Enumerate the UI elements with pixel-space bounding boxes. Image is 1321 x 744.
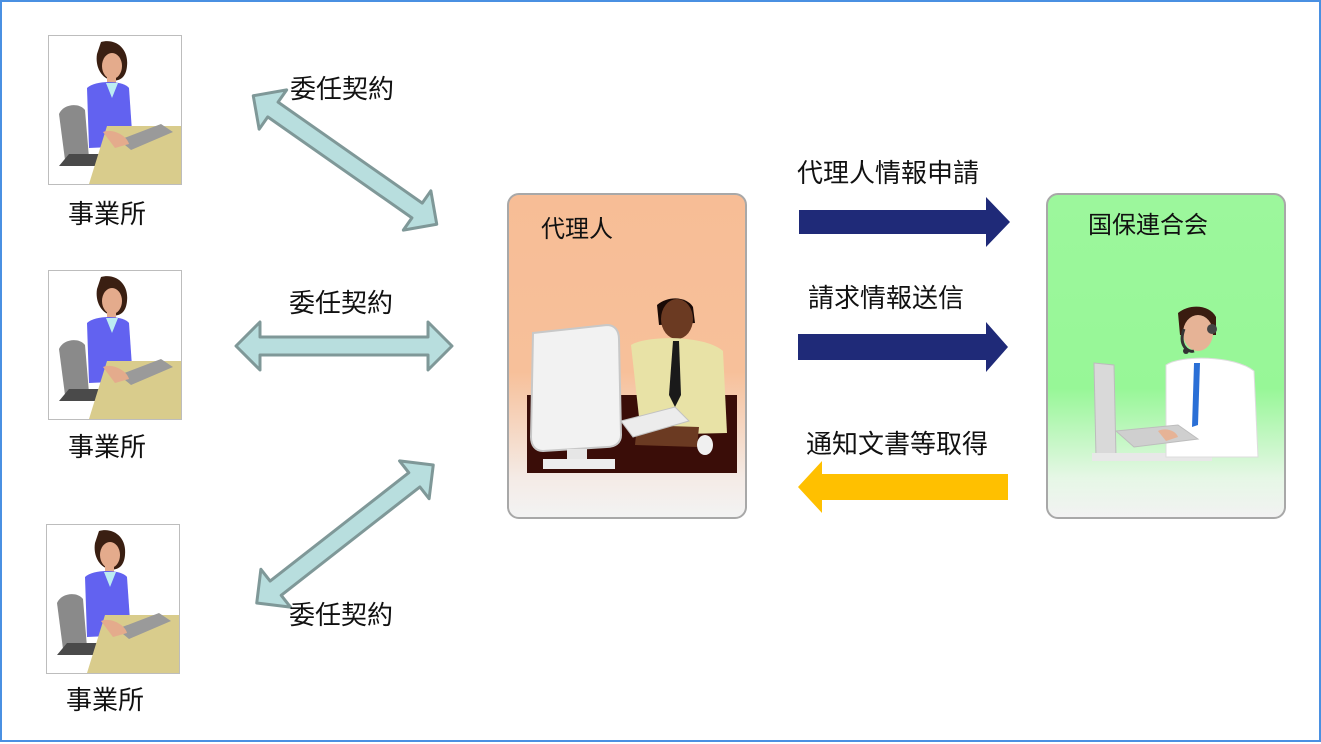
- contract-label: 委任契約: [289, 601, 394, 631]
- agent-title: 代理人: [541, 215, 613, 243]
- flow-arrow-application: [799, 197, 1010, 247]
- flow-arrow-billing: [798, 322, 1008, 372]
- office-label: 事業所: [68, 433, 147, 463]
- office-worker-icon: [59, 276, 181, 419]
- office-worker-icon: [57, 530, 179, 673]
- flow-arrow-notice: [798, 461, 1008, 513]
- agent-box: 代理人: [507, 193, 747, 519]
- contract-arrow-3: [255, 459, 435, 609]
- contract-arrow-1: [251, 88, 439, 232]
- contract-label: 委任契約: [290, 75, 395, 105]
- agent-worker-icon: [527, 298, 737, 473]
- office-label: 事業所: [68, 200, 147, 230]
- office-figure: [46, 524, 180, 674]
- contract-label: 委任契約: [289, 289, 394, 319]
- flow-label-application: 代理人情報申請: [797, 159, 980, 189]
- office-figure: [48, 270, 182, 420]
- kokuho-title: 国保連合会: [1088, 211, 1208, 239]
- kokuho-box: 国保連合会: [1046, 193, 1286, 519]
- office-label: 事業所: [66, 686, 145, 716]
- flow-label-billing: 請求情報送信: [808, 284, 965, 314]
- operator-headset-icon: [1092, 306, 1259, 461]
- contract-arrow-2: [234, 320, 454, 372]
- flow-label-notice: 通知文書等取得: [806, 430, 989, 460]
- office-figure: [48, 35, 182, 185]
- office-worker-icon: [59, 41, 181, 184]
